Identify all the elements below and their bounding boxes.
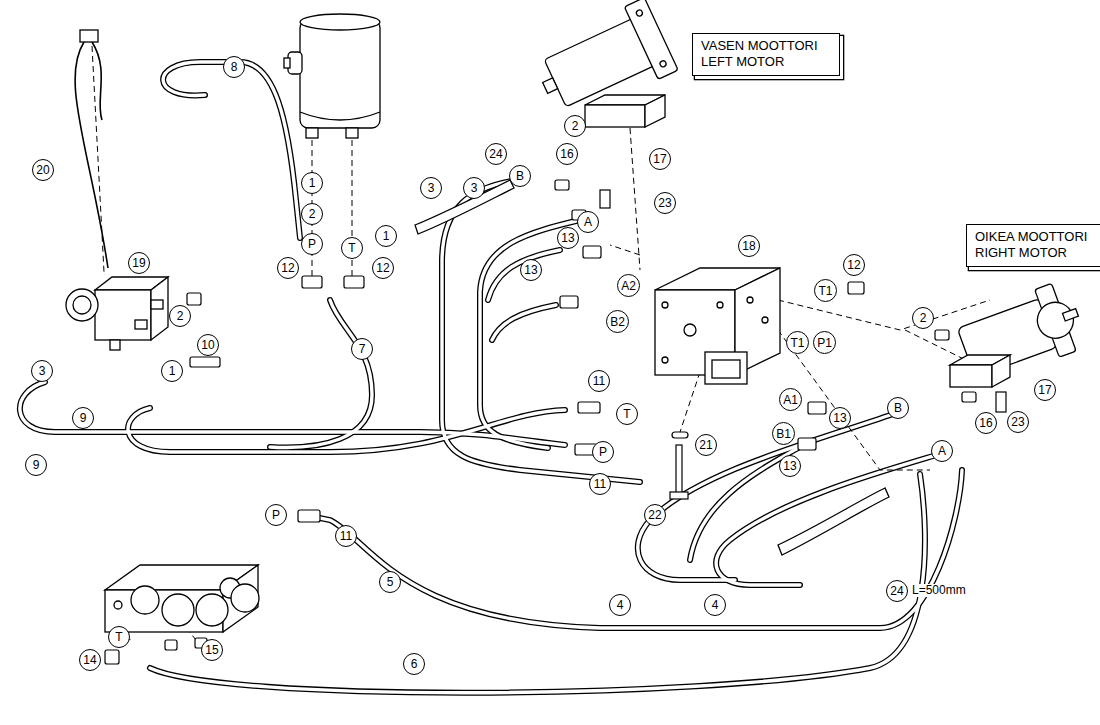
callout-number: T <box>616 403 638 425</box>
box-text: VASEN MOOTTORI LEFT MOTOR <box>701 38 831 71</box>
callout-number: 17 <box>649 148 671 170</box>
fittings <box>105 180 1006 664</box>
callout-number: T <box>341 237 363 259</box>
callout-number: B <box>509 165 531 187</box>
callout-number: B2 <box>606 310 629 333</box>
callout-number: 20 <box>32 159 54 181</box>
callout-number: 1 <box>375 225 397 247</box>
callout-number: 18 <box>738 235 760 257</box>
callout-number: 13 <box>779 455 801 477</box>
callout-number: 11 <box>335 525 357 547</box>
callout-number: 12 <box>277 257 299 279</box>
callout-number: 15 <box>201 639 223 661</box>
callout-number: 8 <box>223 56 245 78</box>
left-motor <box>528 0 678 127</box>
callout-number: 19 <box>128 252 150 274</box>
callout-number: 2 <box>564 115 586 137</box>
callout-number: A1 <box>779 388 802 411</box>
callout-number: 3 <box>420 177 442 199</box>
callout-number: A2 <box>617 274 640 297</box>
callout-number: 2 <box>912 307 934 329</box>
callout-number: P <box>265 504 287 526</box>
valve-block-18 <box>655 268 780 384</box>
callout-number: 24 <box>485 143 507 165</box>
callout-number: 16 <box>975 412 997 434</box>
callout-number: P <box>592 441 614 463</box>
callout-number: 4 <box>704 594 726 616</box>
label-box: VASEN MOOTTORI LEFT MOTOR <box>692 33 840 76</box>
callout-number: 12 <box>372 257 394 279</box>
callout-number: 23 <box>654 192 676 214</box>
callout-number: 1 <box>161 360 183 382</box>
callout-number: 22 <box>644 504 666 526</box>
callout-number: 3 <box>31 360 53 382</box>
control-valve-bank <box>105 565 259 632</box>
callout-number: 10 <box>197 334 219 356</box>
callout-number: T1 <box>814 279 837 302</box>
callout-number: 5 <box>379 571 401 593</box>
callout-number: T1 <box>786 331 809 354</box>
callout-number: 1 <box>301 172 323 194</box>
callout-number: 13 <box>829 407 851 429</box>
callout-number: 23 <box>1007 411 1029 433</box>
callout-number: 11 <box>589 473 611 495</box>
box-text: OIKEA MOOTTORI RIGHT MOTOR <box>975 229 1093 262</box>
callout-number: 11 <box>588 370 610 392</box>
callout-number: 6 <box>403 653 425 675</box>
callout-number: 12 <box>843 254 865 276</box>
dashed-leaders <box>92 46 990 645</box>
callout-number: 3 <box>463 177 485 199</box>
callout-number: A <box>931 440 953 462</box>
wire-harness <box>75 30 108 268</box>
callout-number: 17 <box>1034 379 1056 401</box>
callout-number: B <box>887 397 909 419</box>
callout-number: 13 <box>557 227 579 249</box>
callout-number: 9 <box>25 454 47 476</box>
callout-number: A <box>577 211 599 233</box>
protective-sleeves <box>415 180 889 555</box>
callout-number: P1 <box>813 331 836 354</box>
callout-number: 24 <box>886 580 908 602</box>
right-motor <box>950 279 1089 387</box>
callout-number: 2 <box>169 305 191 327</box>
callout-number: 16 <box>556 143 578 165</box>
callout-number: 14 <box>79 649 101 671</box>
callout-number: 2 <box>301 203 323 225</box>
filter-tank <box>284 14 380 138</box>
callout-number: 21 <box>695 434 717 456</box>
dimension-text: L=500mm <box>910 584 968 597</box>
callout-number: 4 <box>609 594 631 616</box>
callout-number: 13 <box>520 259 542 281</box>
callout-number: 9 <box>72 407 94 429</box>
callout-number: 7 <box>351 338 373 360</box>
label-box: OIKEA MOOTTORI RIGHT MOTOR <box>966 224 1100 267</box>
valve-block-19 <box>66 277 168 350</box>
callout-number: B1 <box>772 422 795 445</box>
callout-number: P <box>301 233 323 255</box>
hose-outline <box>20 62 962 693</box>
hose-inner <box>20 62 962 693</box>
callout-number: T <box>108 626 130 648</box>
